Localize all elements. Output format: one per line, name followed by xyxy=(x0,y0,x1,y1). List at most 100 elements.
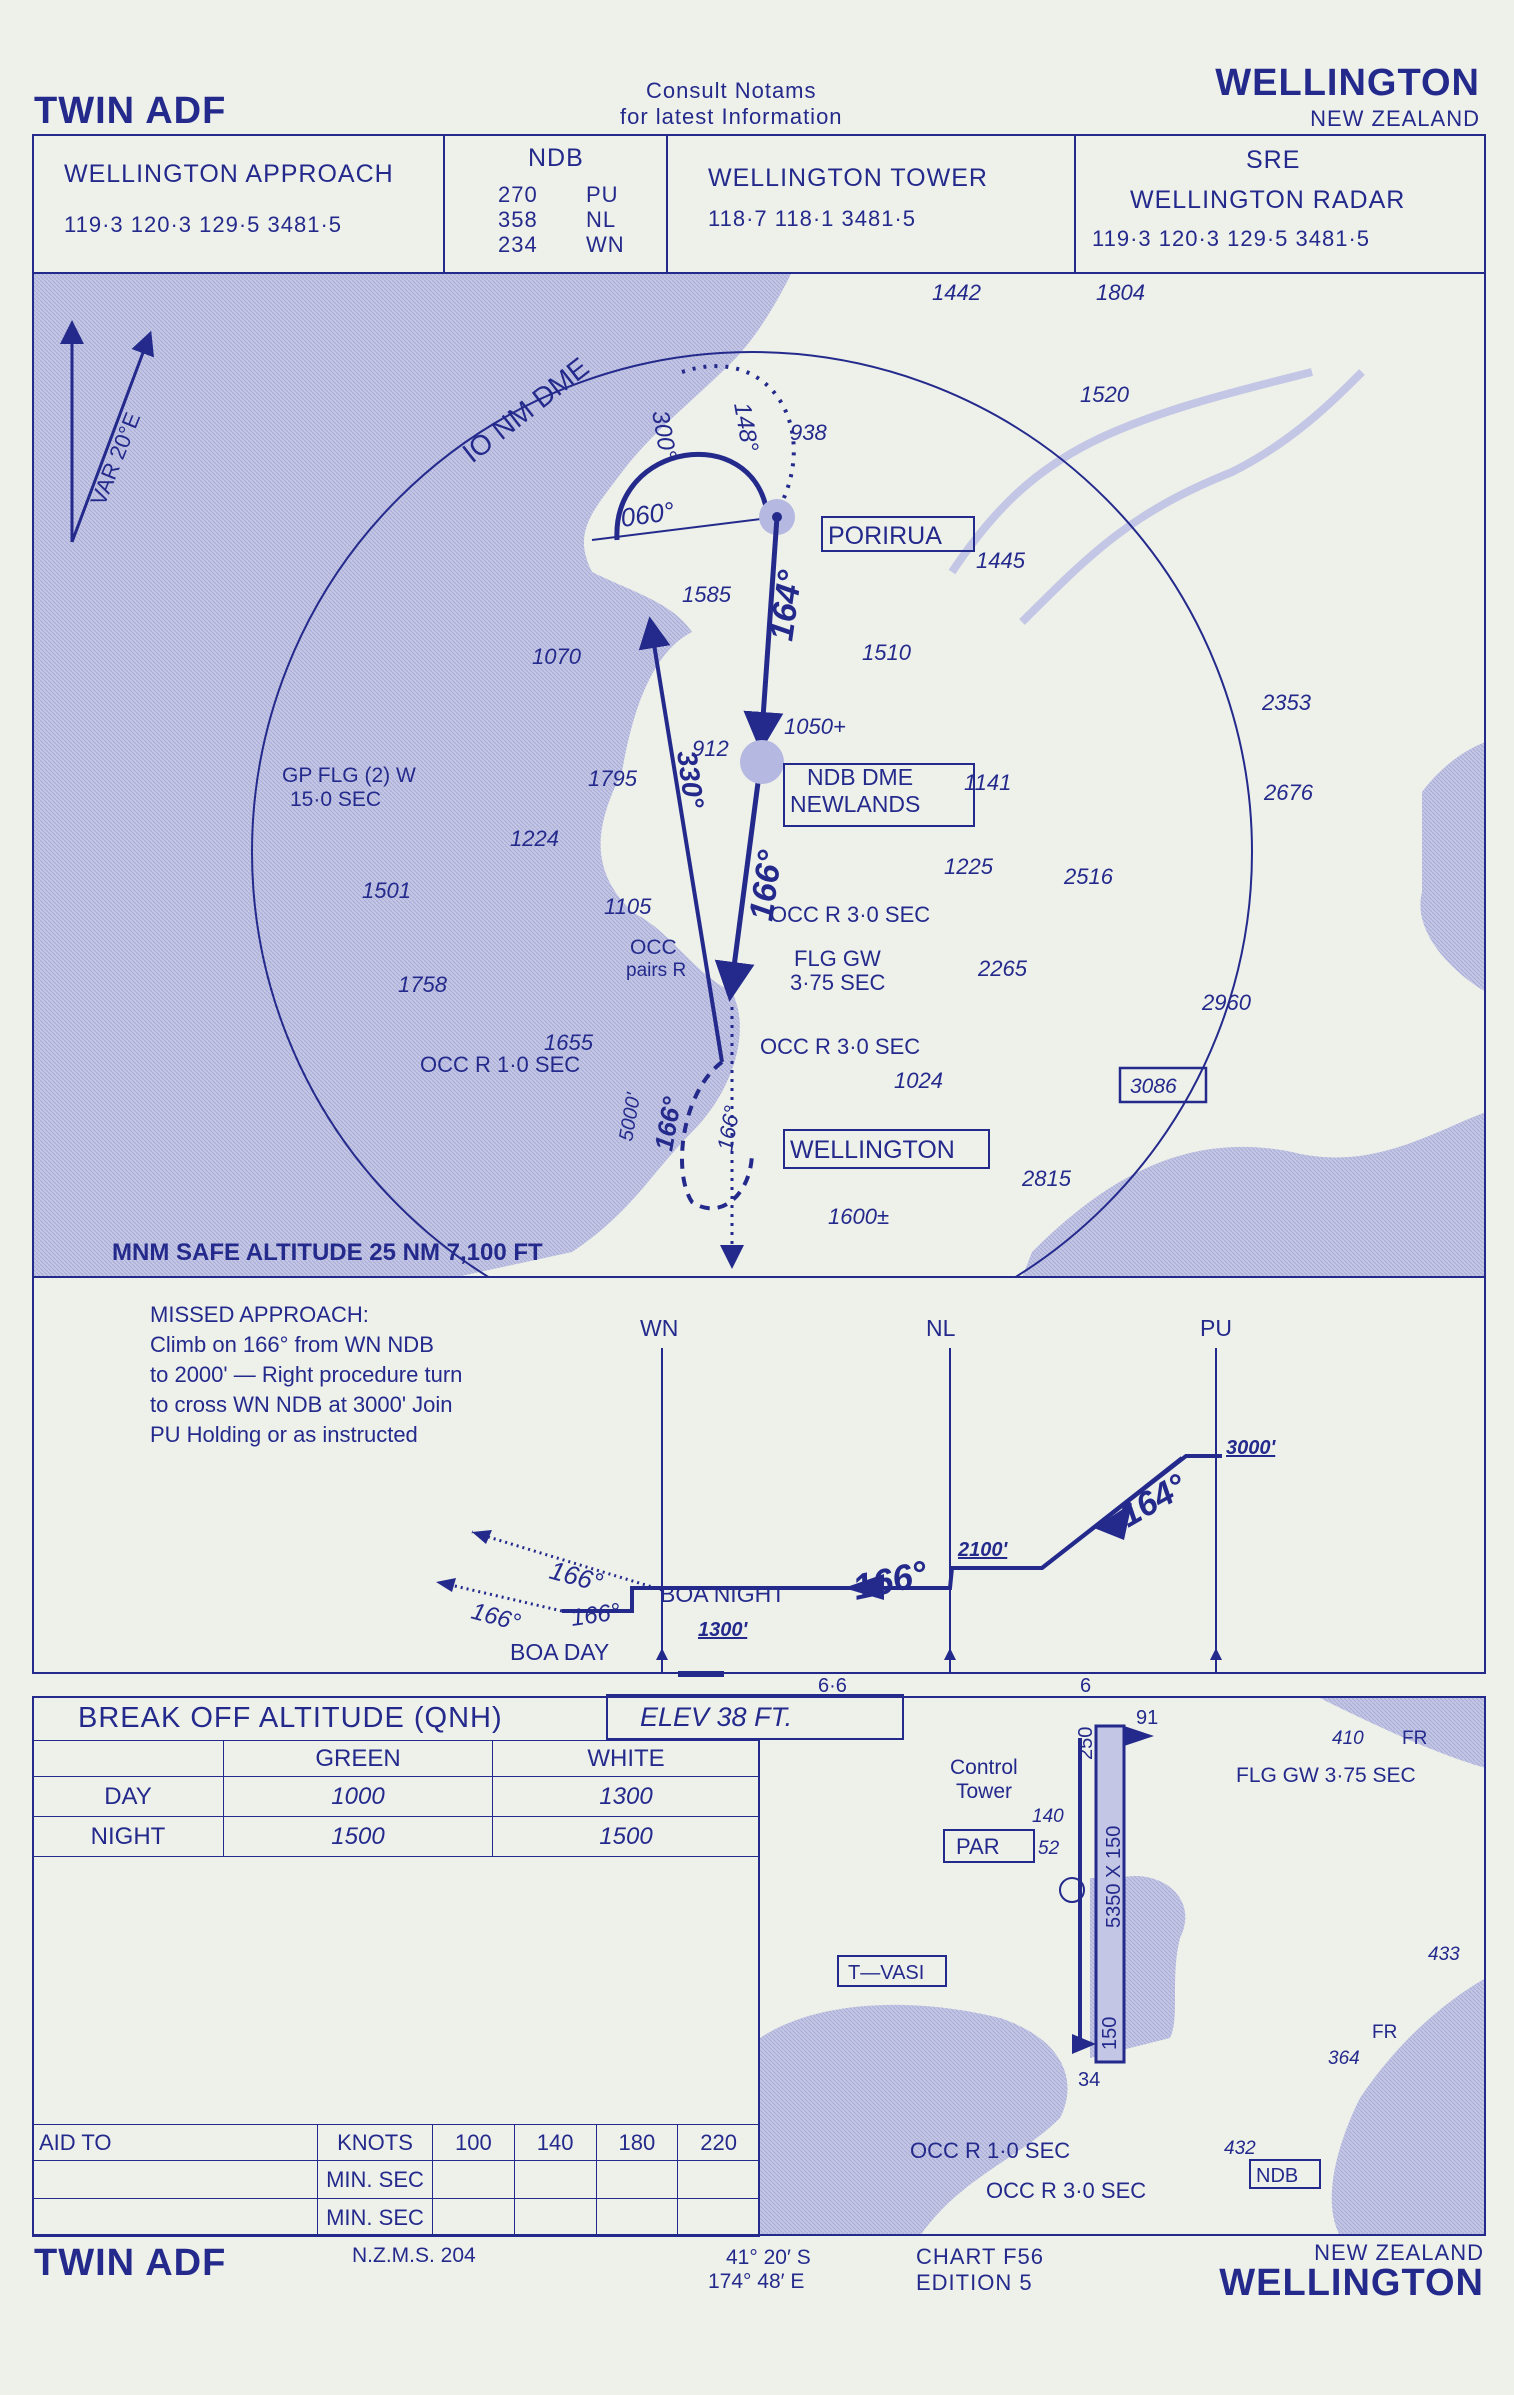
speed-140: 140 xyxy=(513,2124,597,2161)
spot-2815: 2815 xyxy=(1021,1166,1072,1191)
newlands-label-line2: NEWLANDS xyxy=(790,791,920,817)
ndb-id-nl: NL xyxy=(586,207,617,232)
radar-frequency-title: WELLINGTON RADAR xyxy=(1130,186,1406,214)
land-sw xyxy=(760,2004,1068,2236)
par-elevation: 52 xyxy=(1038,1838,1060,1859)
missed-approach-line: to 2000' — Right procedure turn xyxy=(150,1362,463,1387)
outbound-radial xyxy=(591,516,778,541)
missed-climb-arrow xyxy=(472,1530,492,1544)
tower-frequency-values: 118·7 118·1 3481·5 xyxy=(708,206,916,231)
nl-marker xyxy=(944,1648,956,1660)
obstacle-432: 432 xyxy=(1224,2138,1256,2159)
land-se xyxy=(1331,1978,1486,2236)
spot-1070: 1070 xyxy=(532,644,582,669)
outbound-track-330 xyxy=(638,616,724,1063)
missed-approach-line: PU Holding or as instructed xyxy=(150,1422,418,1447)
col-green: GREEN xyxy=(223,1740,493,1777)
spot-1050: 1050+ xyxy=(784,714,846,739)
missed-approach-line: Climb on 166° from WN NDB xyxy=(150,1332,434,1357)
spot-938: 938 xyxy=(790,420,827,445)
light-occ-r1: OCC R 1·0 SEC xyxy=(420,1052,580,1077)
control-tower-label-2: Tower xyxy=(956,1780,1012,1803)
break-off-table: GREEN WHITE DAY 1000 1300 NIGHT 1500 150… xyxy=(32,1740,760,1857)
pu-marker xyxy=(1210,1648,1222,1660)
divider xyxy=(1074,134,1076,274)
magnetic-north-arrow xyxy=(70,330,155,543)
light-occ-r3: OCC R 3·0 SEC xyxy=(986,2178,1146,2203)
light-occ-pairs: OCC xyxy=(630,936,677,959)
fix-wn: WN xyxy=(640,1315,678,1341)
fr1-elevation: 410 xyxy=(1332,1728,1364,1749)
spot-3086: 3086 xyxy=(1130,1075,1177,1098)
night-white: 1500 xyxy=(492,1816,760,1857)
profile-heading-166-night: 166° xyxy=(546,1555,606,1598)
heading-060: 060° xyxy=(619,496,676,533)
section-divider xyxy=(32,1696,1486,1698)
spot-1804: 1804 xyxy=(1096,280,1145,305)
footer-country: NEW ZEALAND xyxy=(1314,2240,1484,2265)
ndb-box xyxy=(1249,2159,1321,2189)
notams-notice-line1: Consult Notams xyxy=(646,78,817,103)
profile-frame xyxy=(32,1278,1486,1673)
plan-view-frame xyxy=(32,272,1486,1278)
procedure-turn-track xyxy=(614,451,770,541)
spot-1225: 1225 xyxy=(944,854,994,879)
runway-top-elev: 250 xyxy=(1075,1727,1097,1760)
runway-marker xyxy=(678,1671,724,1677)
divider xyxy=(666,134,668,274)
tower-frequency-title: WELLINGTON TOWER xyxy=(708,164,988,192)
aid-to-table: AID TO KNOTS 100 140 180 220 MIN. SEC MI… xyxy=(32,2124,760,2237)
runway-direction-arrow xyxy=(1124,1726,1154,1746)
tvasi-label: T—VASI xyxy=(848,1962,924,1984)
holding-pattern-track xyxy=(681,364,796,513)
harbour-inlet xyxy=(852,420,938,475)
profile-heading-166: 166° xyxy=(849,1552,931,1608)
profile-view: WN NL PU 164° 166° 3000' 2100' 1300' BOA… xyxy=(32,1315,1486,1697)
missed-climb-day xyxy=(441,1581,563,1613)
divider xyxy=(758,1740,760,2236)
ndb-id-wn: WN xyxy=(586,232,625,257)
spot-1105: 1105 xyxy=(604,894,652,919)
footer-latitude: 41° 20′ S xyxy=(726,2246,811,2269)
altitude-3000: 3000' xyxy=(1226,1437,1276,1459)
wn-marker xyxy=(656,1648,668,1660)
runway-bottom-heading: 34 xyxy=(1078,2069,1100,2091)
wellington-label: WELLINGTON xyxy=(790,1136,955,1164)
descent-arrow xyxy=(1094,1503,1132,1540)
light-occ-r1: OCC R 1·0 SEC xyxy=(910,2138,1070,2163)
light-flg-gw: FLG GW 3·75 SEC xyxy=(1236,1764,1416,1787)
spot-2265: 2265 xyxy=(977,956,1028,981)
descent-arrow xyxy=(844,1574,884,1600)
spot-1510: 1510 xyxy=(862,640,912,665)
speed-180: 180 xyxy=(595,2124,679,2161)
aerodrome-chart: 250 91 5350 X 150 150 34 Control Tower 1… xyxy=(760,1698,1486,2236)
ndb-freq-pu: 270 xyxy=(498,182,538,207)
fix-pu: PU xyxy=(1200,1315,1232,1341)
distance-nl-pu: 6 xyxy=(1080,1675,1091,1697)
row-night-label: NIGHT xyxy=(32,1816,224,1857)
divider xyxy=(443,134,445,274)
boa-night-label: BOA NIGHT xyxy=(660,1581,785,1607)
fr2-elevation: 364 xyxy=(1328,2048,1360,2069)
light-flg-gw: FLG GW xyxy=(794,946,881,971)
speed-220: 220 xyxy=(677,2124,760,2161)
final-approach-loop xyxy=(680,1060,754,1211)
missed-approach-line: to cross WN NDB at 3000' Join xyxy=(150,1392,453,1417)
spot-1501: 1501 xyxy=(362,878,411,903)
land-mass-east xyxy=(1420,742,1486,992)
aid-cell xyxy=(677,2160,760,2199)
spot-1442: 1442 xyxy=(932,280,981,305)
aid-cell xyxy=(432,2198,515,2237)
tower-elevation: 140 xyxy=(1032,1806,1064,1827)
light-occ-r3-b: OCC R 3·0 SEC xyxy=(760,1034,920,1059)
elevation-box xyxy=(606,1694,904,1740)
day-white: 1300 xyxy=(492,1776,760,1817)
elevation-label: ELEV 38 FT. xyxy=(640,1702,793,1732)
dme-arc-circle xyxy=(251,351,1253,1278)
runway-dimensions: 5350 X 150 xyxy=(1103,1826,1125,1928)
tvasi-box xyxy=(837,1955,947,1987)
spot-1655: 1655 xyxy=(544,1030,594,1055)
light-flg-gw-period: 3·75 SEC xyxy=(790,970,885,995)
spot-2676: 2676 xyxy=(1263,780,1314,805)
light-gp-period: 15·0 SEC xyxy=(290,788,381,811)
